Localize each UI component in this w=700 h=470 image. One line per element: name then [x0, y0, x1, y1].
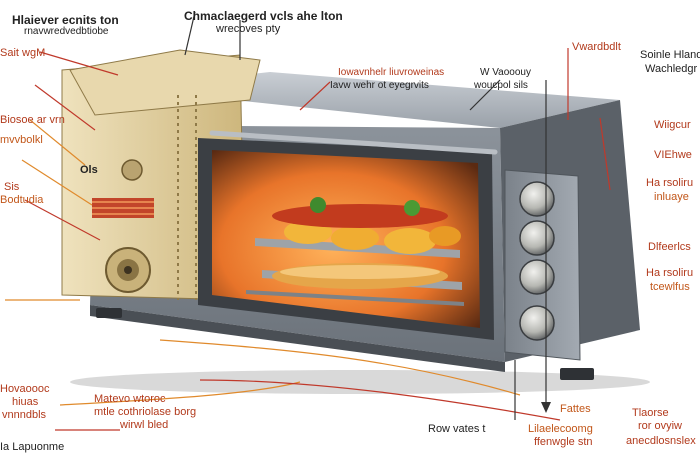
- control-knob: [519, 305, 555, 341]
- gear: [121, 159, 143, 181]
- bottom-right-label-1: Fattes: [560, 403, 591, 415]
- bottom-rack: [246, 290, 464, 306]
- oven-foot: [560, 368, 594, 380]
- bottom-center-label-1: Matevo wtoroc: [94, 393, 166, 405]
- bottom-center-label-3: wirwl bled: [120, 419, 169, 431]
- right-label-2: VIEhwe: [654, 149, 692, 161]
- top-center-title-line2: wrecoves pty: [216, 23, 281, 35]
- top-left-title-line2: rnavwredvedbtiobe: [24, 26, 109, 37]
- food-item: [429, 226, 461, 246]
- bottom-mid-label: Row vates t: [428, 423, 486, 435]
- control-panel: [504, 169, 581, 361]
- right-top-label-b: woucpol sils: [474, 80, 528, 91]
- bottom-center-label-2: mtle cothriolase borg: [94, 406, 197, 418]
- food-item: [384, 228, 436, 254]
- right-label-5: Dlfeerlcs: [648, 241, 691, 253]
- bottom-left-label-4: Ia Lapuonme: [0, 441, 65, 453]
- leader-lines: [5, 11, 611, 431]
- oven-bottom-trim: [90, 305, 505, 372]
- top-left-title-line1: Hlaiever ecnits ton: [12, 13, 119, 27]
- oven-foot: [96, 308, 122, 318]
- herb-garnish: [404, 200, 420, 216]
- bottom-left-label-1: Hovaoooc: [0, 383, 50, 395]
- bottom-right-label-4: Tlaorse: [632, 407, 669, 419]
- right-label-3: Ha rsoliru: [646, 177, 694, 189]
- right-label-1: Wiigcur: [654, 119, 691, 131]
- control-knob: [519, 220, 555, 256]
- control-knob: [519, 259, 555, 295]
- bottom-right-label-5: ror ovyiw: [638, 420, 683, 432]
- right-top-label-a: W Vaooouy: [480, 67, 531, 78]
- left-label-5: Bodtudia: [0, 194, 44, 206]
- bottom-right-label-2: Lilaelecoomg: [528, 423, 593, 435]
- mid-top-dark-label: Iavw wehr ot eyegrvits: [330, 80, 429, 91]
- floor-shadow: [70, 370, 650, 394]
- left-label-2: Biosoe ar vrn: [0, 114, 65, 126]
- oven-window: [198, 138, 494, 340]
- sauce-topping: [272, 204, 448, 228]
- left-label-1: Sait wgM: [0, 47, 46, 59]
- right-label-4: inluaye: [654, 191, 689, 203]
- control-knob: [519, 181, 555, 217]
- far-right-label-line2: Wachledgr: [645, 63, 698, 75]
- mid-top-red-label: Iowavnhelr liuvroweinas: [338, 67, 445, 78]
- bottom-right-label-6: anecdlosnslex: [626, 435, 696, 447]
- far-right-red-label: Vwardbdlt: [572, 41, 621, 53]
- left-label-3: mvvbolkl: [0, 134, 43, 146]
- right-label-7: tcewlfus: [650, 281, 690, 293]
- food-item: [331, 226, 379, 250]
- left-label-4: Sis: [4, 181, 20, 193]
- herb-garnish: [310, 197, 326, 213]
- left-oven-tag: Ols: [80, 164, 98, 176]
- mechanism-top-assembly: [69, 49, 261, 116]
- door-handle: [209, 130, 498, 155]
- far-right-label-line1: Soinle Hland: [640, 49, 700, 61]
- top-center-title-line1: Chmaclaegerd vcls ahe lton: [184, 9, 343, 23]
- bottom-left-label-3: vnnndbls: [2, 409, 47, 421]
- bottom-right-label-3: ffenwgle stn: [534, 436, 593, 448]
- right-label-6: Ha rsoliru: [646, 267, 694, 279]
- bottom-left-label-2: hiuas: [12, 396, 39, 408]
